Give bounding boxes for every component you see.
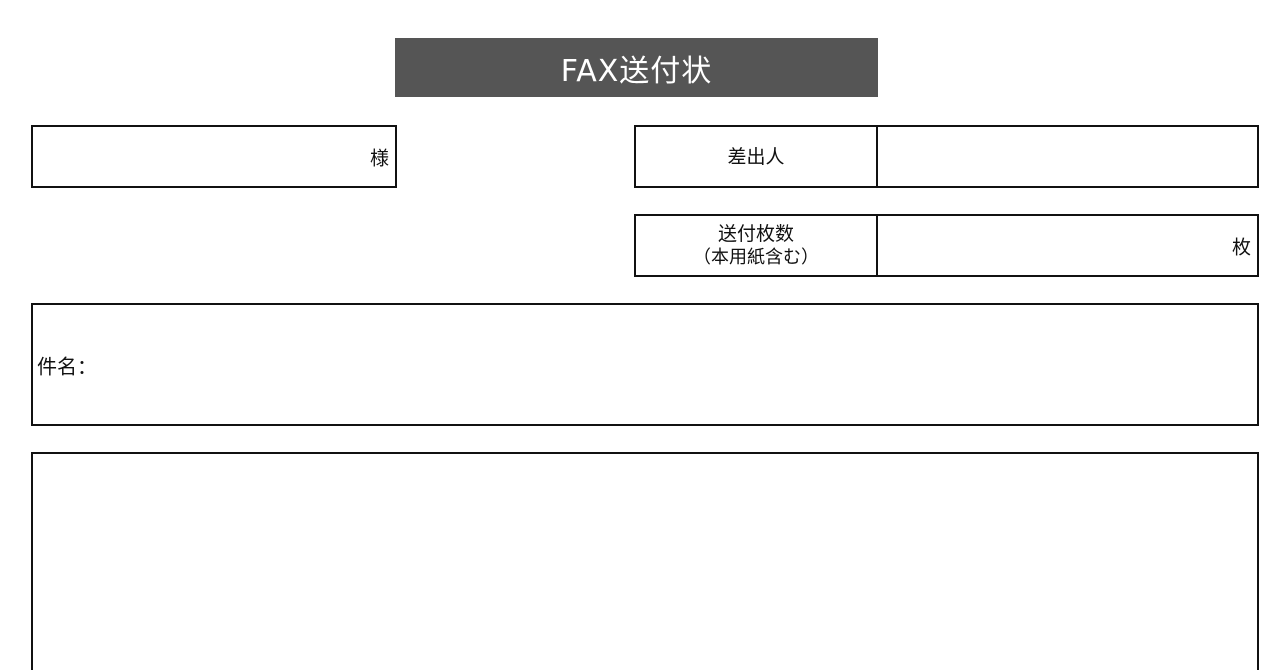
page-count-label: 送付枚数 [717, 222, 794, 245]
recipient-honorific: 様 [369, 147, 389, 169]
page-count-note: （本用紙含む） [693, 246, 819, 268]
sender-label: 差出人 [727, 145, 785, 168]
sender-label-cell: 差出人 [636, 127, 878, 186]
sender-field[interactable] [878, 127, 1257, 186]
recipient-field[interactable]: 様 [31, 125, 397, 188]
subject-field[interactable]: 件名： [31, 303, 1259, 426]
subject-label: 件名： [37, 354, 97, 378]
document-title: FAX送付状 [395, 38, 878, 97]
sender-row: 差出人 [634, 125, 1259, 188]
page-count-row: 送付枚数 （本用紙含む） 枚 [634, 214, 1259, 277]
page-count-field[interactable]: 枚 [878, 216, 1257, 275]
page-count-label-cell: 送付枚数 （本用紙含む） [636, 216, 878, 275]
document-title-text: FAX送付状 [560, 53, 713, 89]
page-count-unit: 枚 [1231, 236, 1251, 258]
message-body-field[interactable] [31, 452, 1259, 670]
